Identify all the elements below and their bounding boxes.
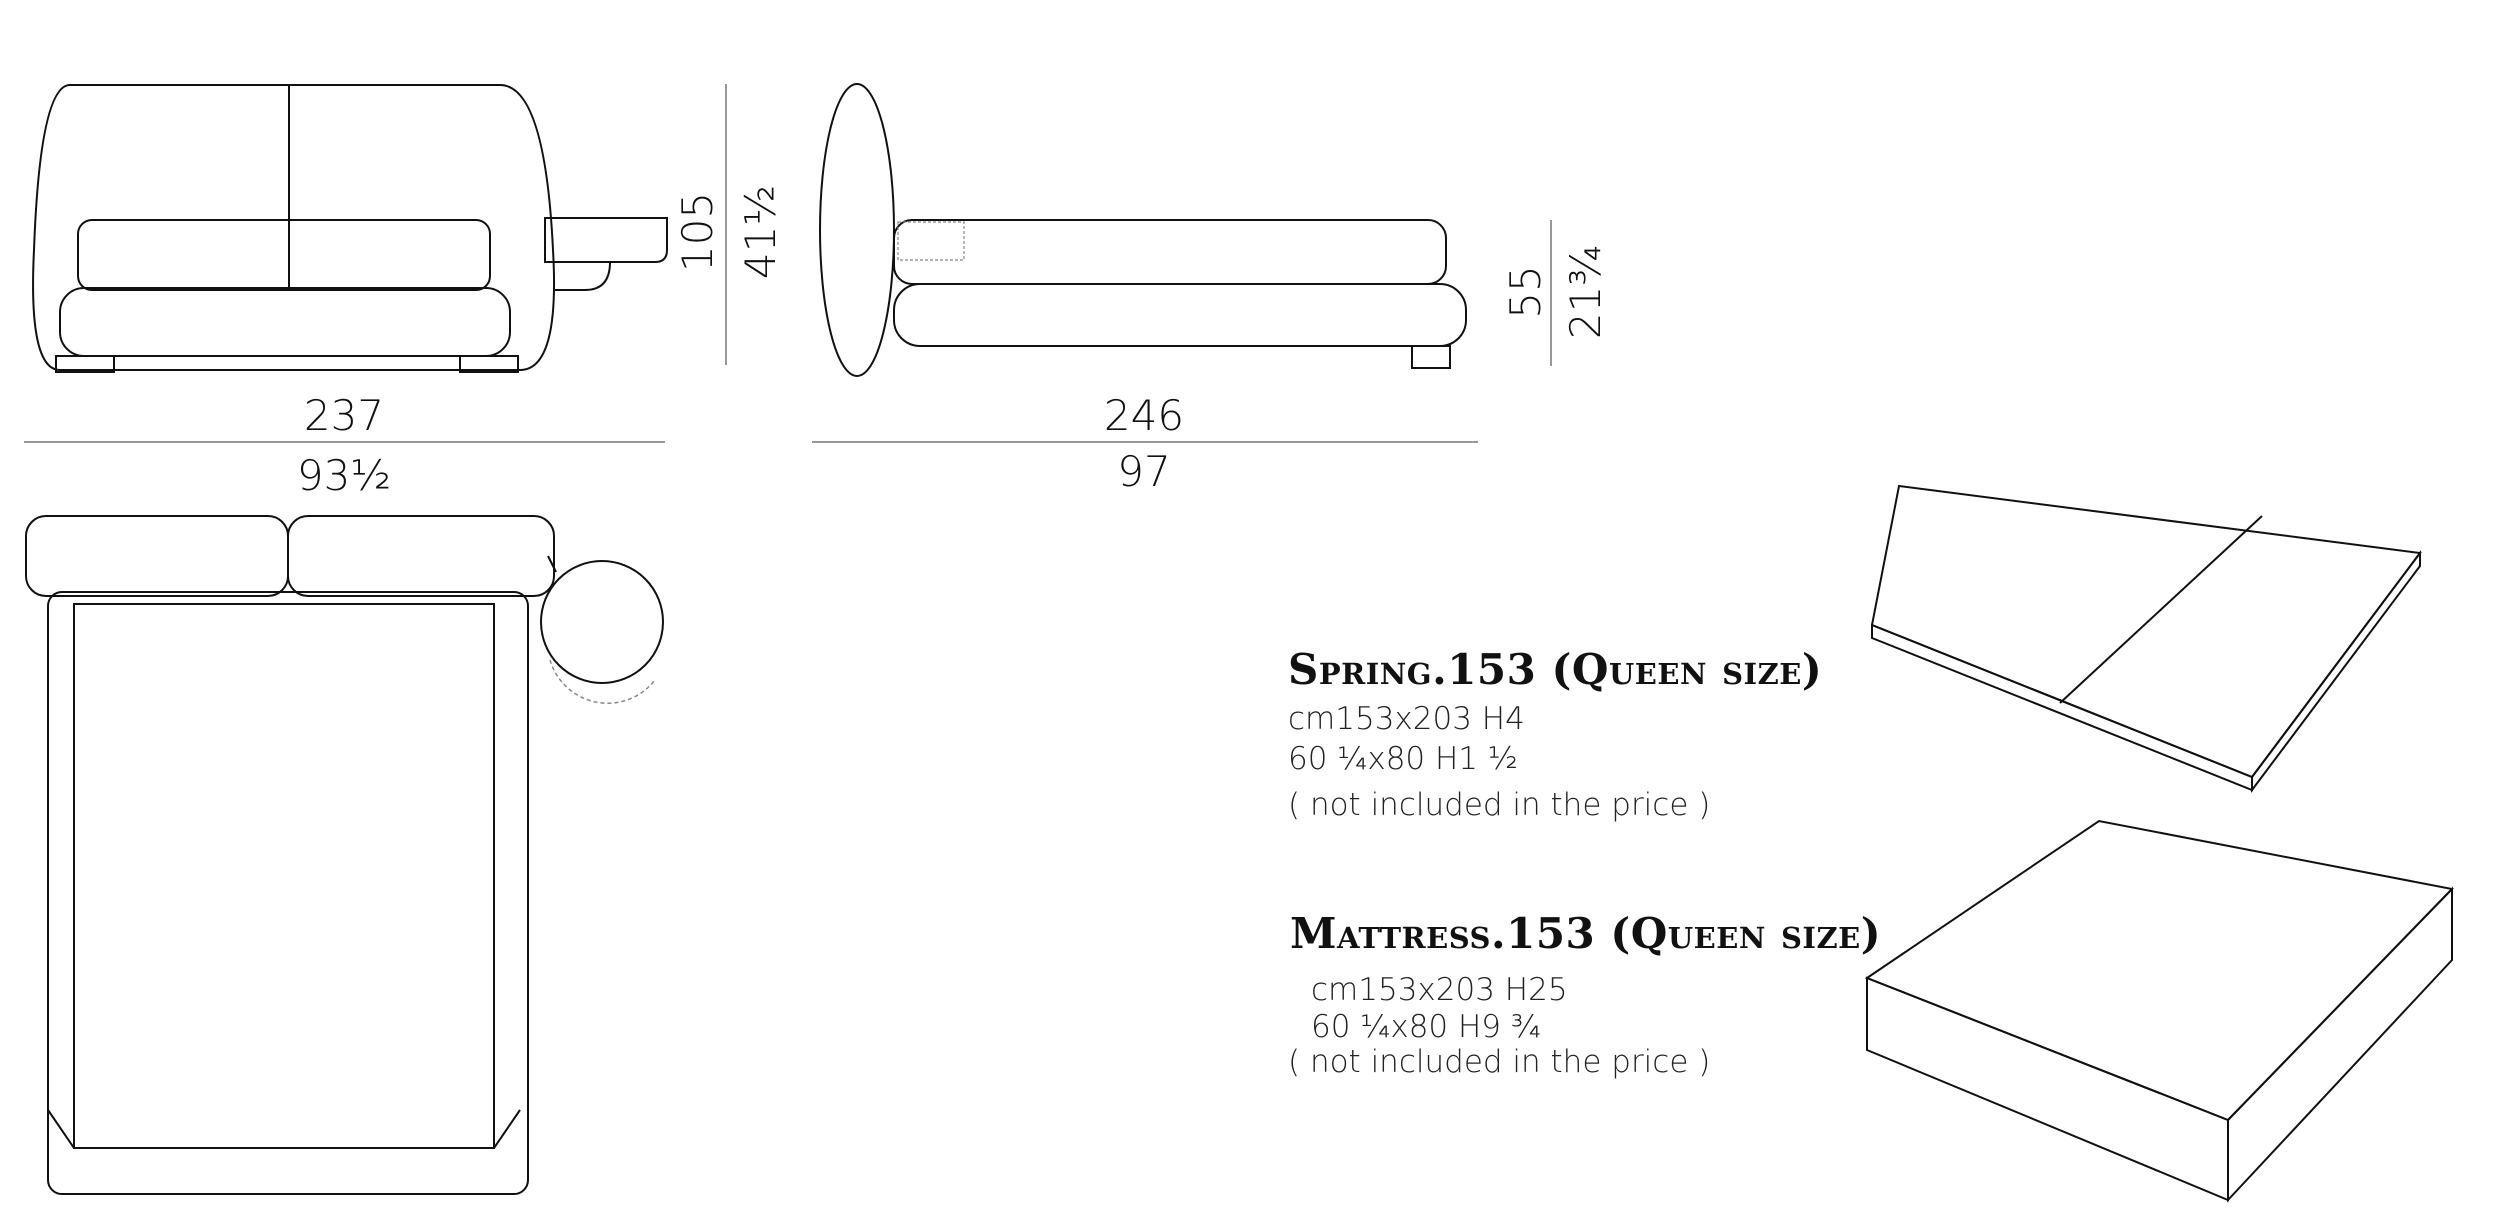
mattress-side bbox=[893, 219, 1447, 285]
mattress-spec: Mattress.153 (Queen size) cm153x203 H25 … bbox=[1288, 909, 1881, 1080]
mattress-front bbox=[77, 219, 491, 291]
mattress-note: ( not included in the price ) bbox=[1288, 1044, 1710, 1080]
side-length-cm: 246 bbox=[1104, 391, 1184, 440]
front-height-cm: 105 bbox=[673, 192, 722, 272]
side-table-front bbox=[544, 217, 668, 263]
front-width-in: 93½ bbox=[297, 451, 391, 500]
headboard-front bbox=[32, 84, 556, 371]
front-view: 105 41½ 237 93½ bbox=[24, 84, 785, 500]
side-length-in: 97 bbox=[1117, 447, 1170, 496]
side-view: 55 21¾ 246 97 bbox=[812, 83, 1610, 496]
front-height-in: 41½ bbox=[736, 185, 785, 279]
spring-title: Spring.153 (Queen size) bbox=[1288, 645, 1822, 694]
spring-illustration bbox=[1870, 484, 2422, 793]
base-front bbox=[59, 287, 511, 357]
mattress-size-cm: cm153x203 H25 bbox=[1311, 972, 1568, 1008]
side-height-cm: 55 bbox=[1501, 265, 1550, 318]
top-view bbox=[25, 515, 664, 1195]
side-height-in: 21¾ bbox=[1561, 245, 1610, 339]
front-width-cm: 237 bbox=[304, 391, 384, 440]
side-table-top bbox=[540, 560, 664, 684]
mattress-title: Mattress.153 (Queen size) bbox=[1290, 909, 1881, 958]
spring-note: ( not included in the price ) bbox=[1288, 787, 1710, 823]
headboard-top-right bbox=[287, 515, 555, 597]
mattress-top bbox=[73, 603, 495, 1149]
spring-size-cm: cm153x203 H4 bbox=[1288, 701, 1525, 737]
spring-size-in: 60 ¼x80 H1 ½ bbox=[1288, 741, 1518, 777]
headboard-side bbox=[819, 83, 895, 377]
mattress-illustration bbox=[1864, 819, 2455, 1203]
headboard-top-left bbox=[25, 515, 289, 597]
spring-spec: Spring.153 (Queen size) cm153x203 H4 60 … bbox=[1288, 645, 1822, 823]
base-side bbox=[893, 283, 1467, 347]
mattress-size-in: 60 ¼x80 H9 ¾ bbox=[1311, 1009, 1541, 1045]
